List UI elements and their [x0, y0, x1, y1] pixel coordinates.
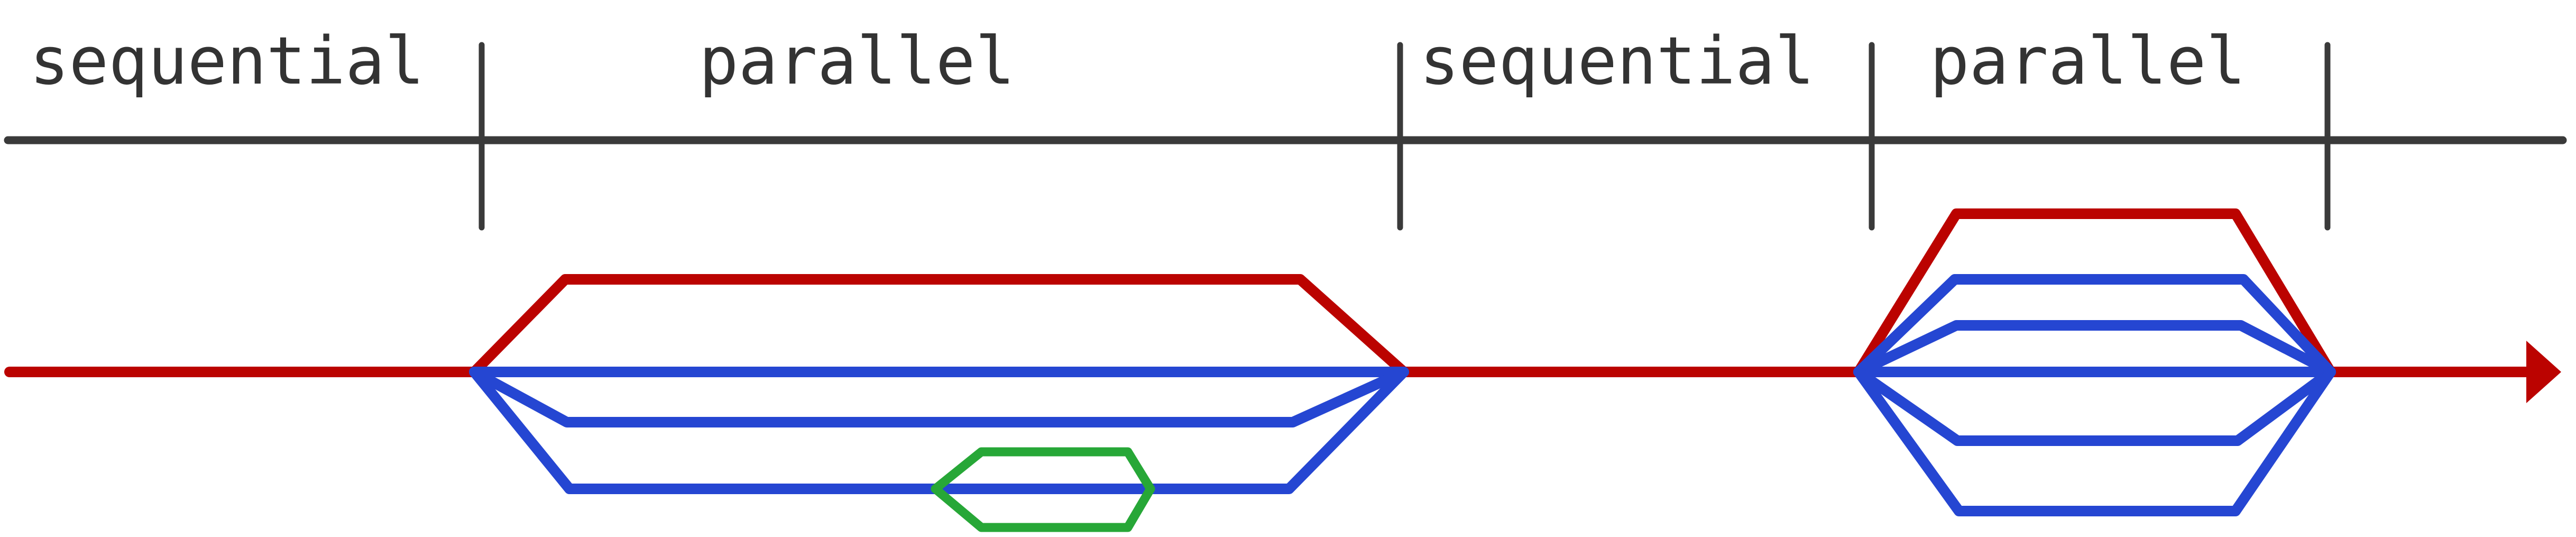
parallel1-blue-branch-3 — [469, 367, 1409, 494]
phase-label-sequential-2: sequential — [1420, 23, 1815, 99]
parallel1-red-branch — [469, 274, 1409, 377]
nested-green-hexagon — [931, 447, 1155, 532]
arrowhead-icon — [2526, 341, 2561, 403]
parallel2-blue-outer-top-branch — [1853, 274, 2336, 377]
parallel2-blue-inner-bottom-branch — [1853, 367, 2336, 446]
timeline-paths — [4, 208, 2561, 532]
phase-labels: sequential parallel sequential parallel — [30, 23, 2246, 99]
phase-label-parallel-2: parallel — [1930, 23, 2246, 99]
parallel2-red-branch — [1853, 208, 2336, 377]
parallel2-blue-inner-top-branch — [1853, 320, 2336, 377]
ruler — [4, 42, 2567, 231]
parallel2-blue-outer-bottom-branch — [1853, 367, 2336, 516]
phase-label-parallel-1: parallel — [699, 23, 1015, 99]
parallel1-blue-branch-2 — [469, 367, 1409, 427]
phase-label-sequential-1: sequential — [30, 23, 425, 99]
